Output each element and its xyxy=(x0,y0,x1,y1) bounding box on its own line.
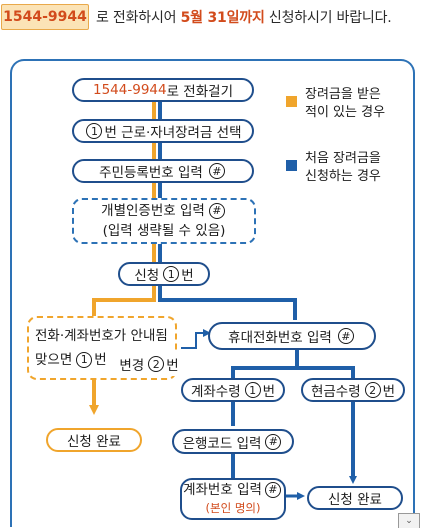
legend-blue-line-1: 처음 장려금을 xyxy=(305,151,381,166)
key-1-icon: 1 xyxy=(244,382,261,398)
call-number: 1544-9944 xyxy=(93,82,167,98)
key-hash-icon: # xyxy=(337,328,354,344)
chevron-down-icon[interactable]: ⌄ xyxy=(398,513,420,528)
personal-auth-line-2: (입력 생략될 수 있음) xyxy=(102,223,226,239)
account-number-text: 계좌번호 입력 xyxy=(183,482,262,498)
apply-text-before: 신청 xyxy=(134,268,160,284)
change-suffix: 번 xyxy=(166,358,179,374)
header-text-after: 신청하시기 바랍니다. xyxy=(268,10,392,26)
change-arrow xyxy=(181,329,211,349)
key-1-icon: 1 xyxy=(76,352,93,368)
mobile-text: 휴대전화번호 입력 xyxy=(228,330,332,346)
personal-auth-line-1: 개별인증번호 입력# xyxy=(101,201,227,221)
account-number-line: 계좌번호 입력# xyxy=(183,481,283,499)
guidance-confirm-text: 맞으면 xyxy=(35,352,73,368)
step-personal-auth: 개별인증번호 입력# (입력 생략될 수 있음) xyxy=(72,198,256,244)
key-hash-icon: # xyxy=(264,482,281,498)
cash-receive-text: 현금수령 xyxy=(310,384,361,400)
guidance-confirm-suffix: 번 xyxy=(94,352,107,368)
legend-blue-label: 처음 장려금을 신청하는 경우 xyxy=(305,150,381,186)
header-text: 로 전화하시어 5월 31일까지 신청하시기 바랍니다. xyxy=(96,7,392,27)
call-text: 로 전화걸기 xyxy=(166,84,233,100)
step-done-right: 신청 완료 xyxy=(307,486,403,510)
legend-orange-line-2: 적이 있는 경우 xyxy=(305,105,386,120)
personal-auth-text: 개별인증번호 입력 xyxy=(101,203,205,219)
step-done-left: 신청 완료 xyxy=(46,428,142,452)
account-receive-suffix: 번 xyxy=(262,384,276,400)
legend-blue-line-2: 신청하는 경우 xyxy=(305,169,381,184)
account-receive-text: 계좌수령 xyxy=(190,384,241,400)
legend-orange-swatch xyxy=(286,96,297,107)
resident-id-text: 주민등록번호 입력 xyxy=(99,165,203,181)
legend-orange-label: 장려금을 받은 적이 있는 경우 xyxy=(305,86,385,122)
apply-text-after: 번 xyxy=(181,268,194,284)
step-bank-code: 은행코드 입력# xyxy=(172,429,294,454)
step-resident-id: 주민등록번호 입력 # xyxy=(72,159,254,183)
key-2-icon: 2 xyxy=(148,356,165,372)
step-account-number: 계좌번호 입력# (본인 명의) xyxy=(180,478,286,520)
key-2-icon: 2 xyxy=(364,382,381,398)
key-1-icon: 1 xyxy=(163,266,180,282)
done-right-text: 신청 완료 xyxy=(328,492,382,508)
key-1-icon: 1 xyxy=(86,123,103,139)
header-deadline: 5월 31일까지 xyxy=(180,10,265,26)
phone-number-badge: 1544-9944 xyxy=(1,4,89,30)
guidance-line-1: 전화·계좌번호가 안내됨 xyxy=(35,328,168,344)
change-text: 변경 xyxy=(119,358,145,374)
header-text-before: 로 전화하시어 xyxy=(96,10,177,26)
key-hash-icon: # xyxy=(265,433,282,450)
done-left-text: 신청 완료 xyxy=(67,434,121,450)
step-mobile: 휴대전화번호 입력 # xyxy=(208,322,376,350)
orange-branch xyxy=(89,286,156,415)
legend-blue-swatch xyxy=(286,160,297,171)
bank-code-text: 은행코드 입력 xyxy=(182,435,262,452)
select-text: 번 근로·자녀장려금 선택 xyxy=(104,125,242,141)
key-hash-icon: # xyxy=(208,163,225,179)
account-owner-note: (본인 명의) xyxy=(205,501,261,515)
key-hash-icon: # xyxy=(208,203,225,219)
cash-receive-suffix: 번 xyxy=(382,384,396,400)
legend-orange-line-1: 장려금을 받은 xyxy=(305,87,381,102)
